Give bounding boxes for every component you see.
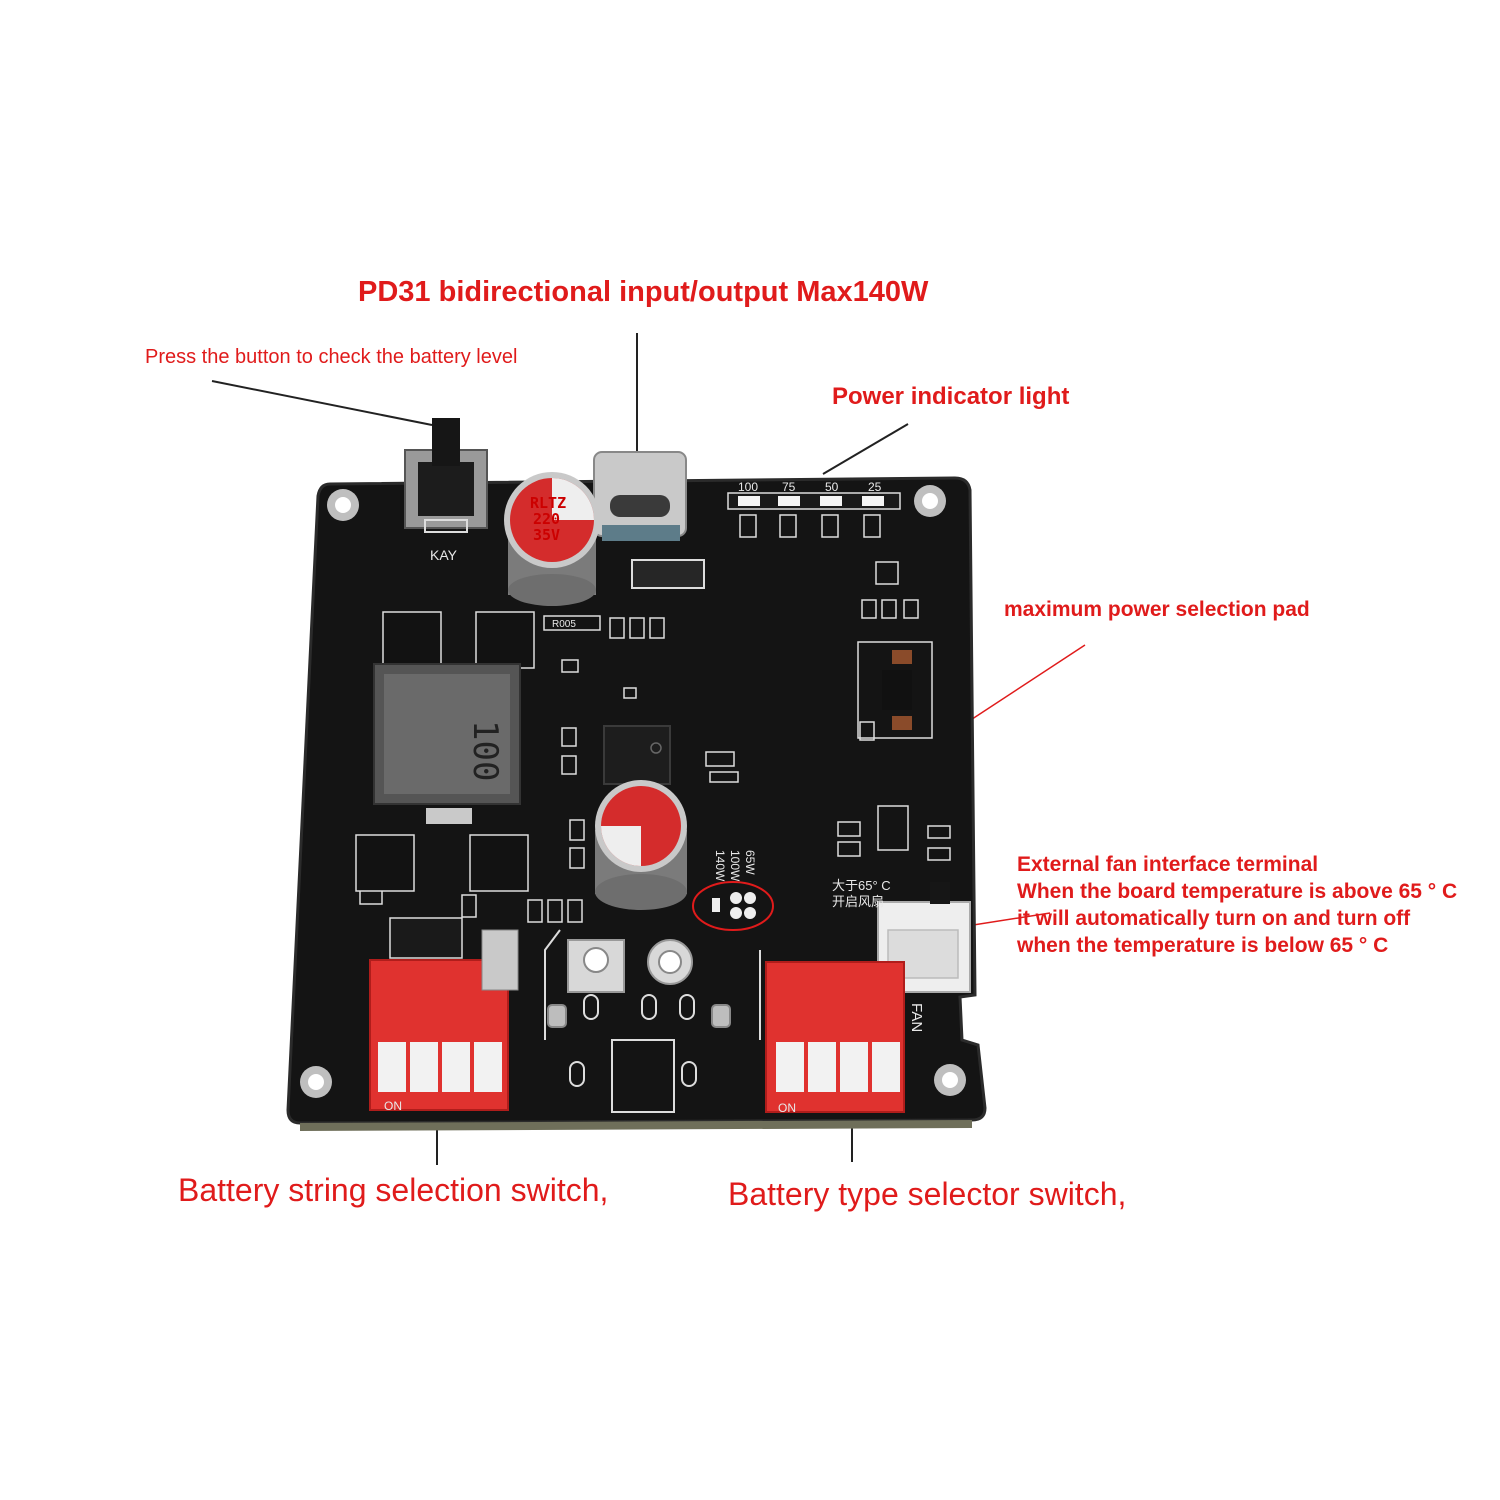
power-indicator-leds [727,492,901,510]
dip-left-on: ON [384,1099,402,1113]
mounting-holes [300,485,966,1098]
fan-open-silk: 开启风扇 [832,894,884,909]
cap-text-2: 220 [533,510,560,528]
fan-label-line-2: When the board temperature is above 65 °… [1017,880,1458,903]
fan-label-line-1: External fan interface terminal [1017,853,1319,876]
pad-label-140: 140W [713,850,727,882]
resistor-silk: R005 [552,619,576,630]
dip-right-on: ON [778,1101,796,1115]
fan-terminal-label: External fan interface terminal When the… [1017,851,1457,959]
check-battery-button[interactable] [404,418,488,533]
pd31-label: PD31 bidirectional input/output Max140W [358,276,929,308]
fan-label-line-3: it will automatically turn on and turn o… [1017,907,1411,930]
power-indicator-label: Power indicator light [832,383,1070,410]
led-label-25: 25 [868,480,882,494]
press-button-label: Press the button to check the battery le… [145,346,518,368]
battery-terminals [544,929,761,1113]
capacitor-bottom [595,780,687,910]
max-power-selection-pad[interactable] [692,881,774,931]
pcb-edge [300,1120,972,1131]
smd-components [359,514,951,923]
inductor [373,663,521,824]
max-power-pad-label: maximum power selection pad [1004,598,1310,621]
fan-silk: FAN [908,1003,925,1032]
type-switch-label: Battery type selector switch, [728,1176,1127,1212]
inductor-text: 100 [465,720,505,781]
battery-type-dip-switch[interactable] [765,961,905,1113]
fan-label-line-4: when the temperature is below 65 ° C [1017,934,1389,957]
controller-ic [603,725,671,785]
battery-string-dip-switch[interactable] [369,929,519,1111]
led-label-50: 50 [825,480,839,494]
string-switch-label: Battery string selection switch, [178,1172,609,1208]
power-leader-line [822,423,909,475]
cap-text-1: RLTZ [530,494,566,512]
button-silk-label: KAY [430,547,458,563]
usb-c-port[interactable] [593,451,705,589]
capacitor-top [504,472,600,606]
pad-label-100: 100W [728,850,742,882]
led-label-100: 100 [738,480,758,494]
pad-label-65: 65W [743,850,757,875]
fan-temp-silk: 大于65° C [832,878,891,893]
press-leader-line [211,380,433,426]
led-label-75: 75 [782,480,796,494]
cap-text-3: 35V [533,526,560,544]
mosfets [355,611,933,959]
